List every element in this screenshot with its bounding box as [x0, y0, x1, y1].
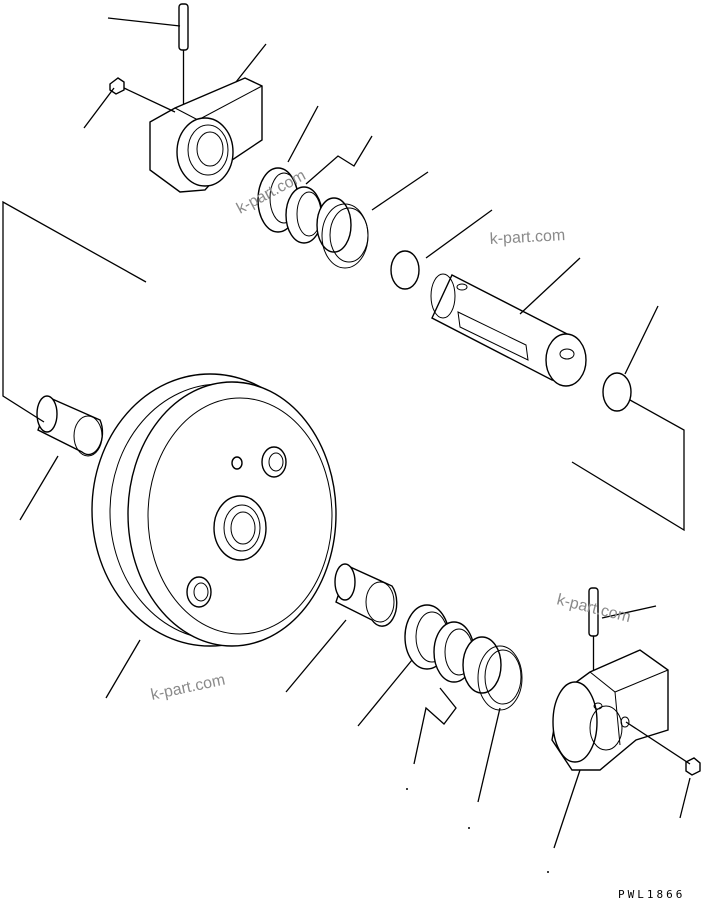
drawing-code: PWL1866 [618, 888, 685, 901]
left-bushing [36, 395, 104, 457]
leader-lines [2, 17, 691, 849]
shaft [430, 273, 587, 387]
lower-bearing-block [551, 587, 701, 776]
idler-wheel [91, 373, 337, 647]
upper-bearing-block [109, 3, 263, 193]
stray-marks [406, 788, 549, 873]
watermark-2: k-part.com [489, 227, 565, 248]
lower-o-ring [602, 372, 632, 412]
lower-bushing [334, 563, 398, 627]
upper-seal-group [257, 167, 369, 269]
lower-seal-group [404, 604, 523, 711]
upper-o-ring [390, 250, 420, 290]
watermark-3: k-part.com [149, 672, 226, 704]
